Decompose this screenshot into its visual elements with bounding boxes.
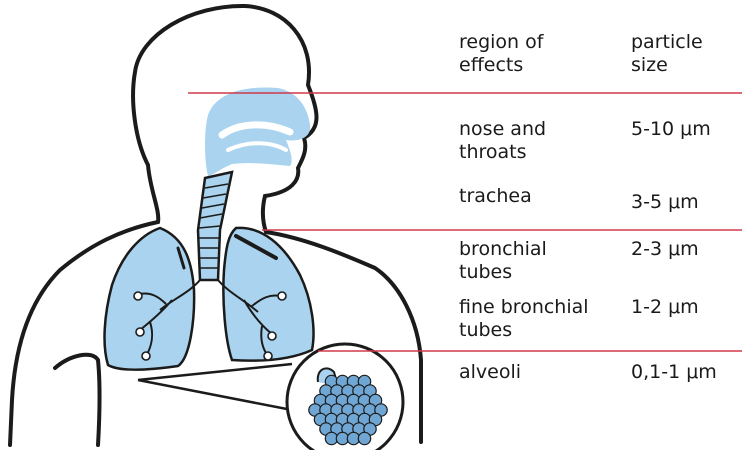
- region-bronchial-tubes: bronchial tubes: [459, 238, 547, 284]
- size-trachea: 3-5 μm: [631, 191, 699, 214]
- magnification-wedge: [138, 364, 292, 410]
- size-bronchial-tubes: 2-3 μm: [631, 238, 699, 261]
- alveolus: [358, 432, 370, 444]
- header-size: particle size: [631, 31, 703, 77]
- size-nose-throats: 5-10 μm: [631, 118, 711, 141]
- region-trachea: trachea: [459, 185, 532, 208]
- size-fine-bronchial-tubes: 1-2 μm: [631, 296, 699, 319]
- region-alveoli: alveoli: [459, 361, 521, 384]
- region-nose-throats: nose and throats: [459, 118, 546, 164]
- size-alveoli: 0,1-1 μm: [631, 361, 717, 384]
- header-region: region of effects: [459, 31, 543, 77]
- region-fine-bronchial-tubes: fine bronchial tubes: [459, 296, 589, 342]
- arm-outline: [55, 355, 100, 445]
- right-lung: [223, 228, 313, 361]
